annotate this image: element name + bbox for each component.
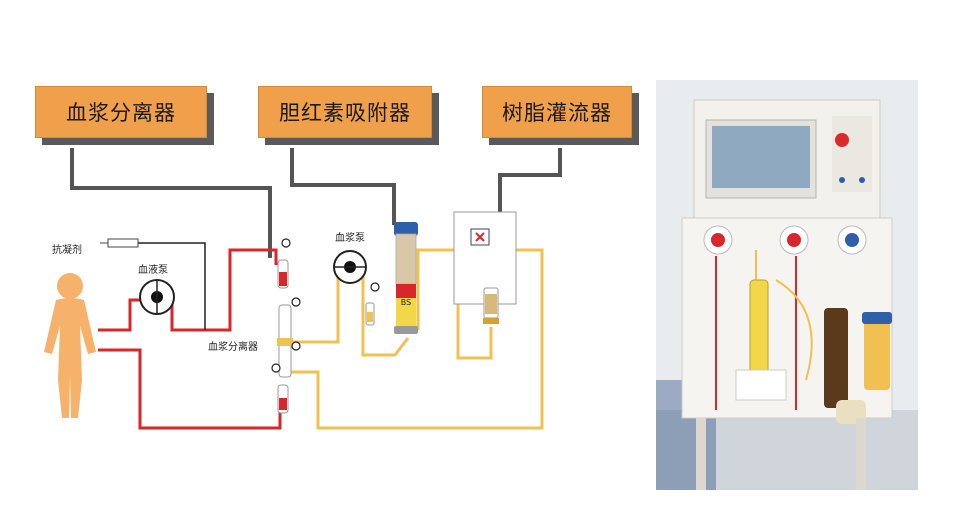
machine-photo [656, 80, 918, 490]
plasma-separator-label: 血浆分离器 [35, 86, 207, 138]
machine-photo-drawing [656, 80, 918, 490]
blood-pump-label: 血液泵 [138, 263, 168, 276]
plasma-separator-column [277, 259, 293, 414]
plasma-pump-label: 血浆泵 [335, 231, 365, 244]
plasma-lines [290, 248, 544, 430]
sampling-tube [365, 302, 375, 326]
label-connectors [70, 148, 562, 258]
blood-pump-icon [139, 279, 175, 315]
bilirubin-adsorber-column: BS [394, 222, 418, 334]
bilirubin-adsorber-label: 胆红素吸附器 [258, 86, 432, 138]
resin-perfusion-label: 树脂灌流器 [482, 86, 632, 138]
patient-figure-icon [44, 273, 96, 418]
resin-perfusion-unit [453, 211, 517, 324]
blood-lines [98, 248, 282, 430]
circuit-diagram: BS 抗凝剂 血液泵 血浆泵 血浆分离器 [44, 148, 562, 430]
separator-label: 血浆分离器 [208, 340, 258, 353]
plasma-pump-icon [333, 250, 367, 284]
anticoagulant-line [100, 238, 206, 330]
anticoagulant-label: 抗凝剂 [52, 243, 82, 256]
close-icon [475, 232, 485, 242]
bs-label: BS [401, 298, 411, 307]
